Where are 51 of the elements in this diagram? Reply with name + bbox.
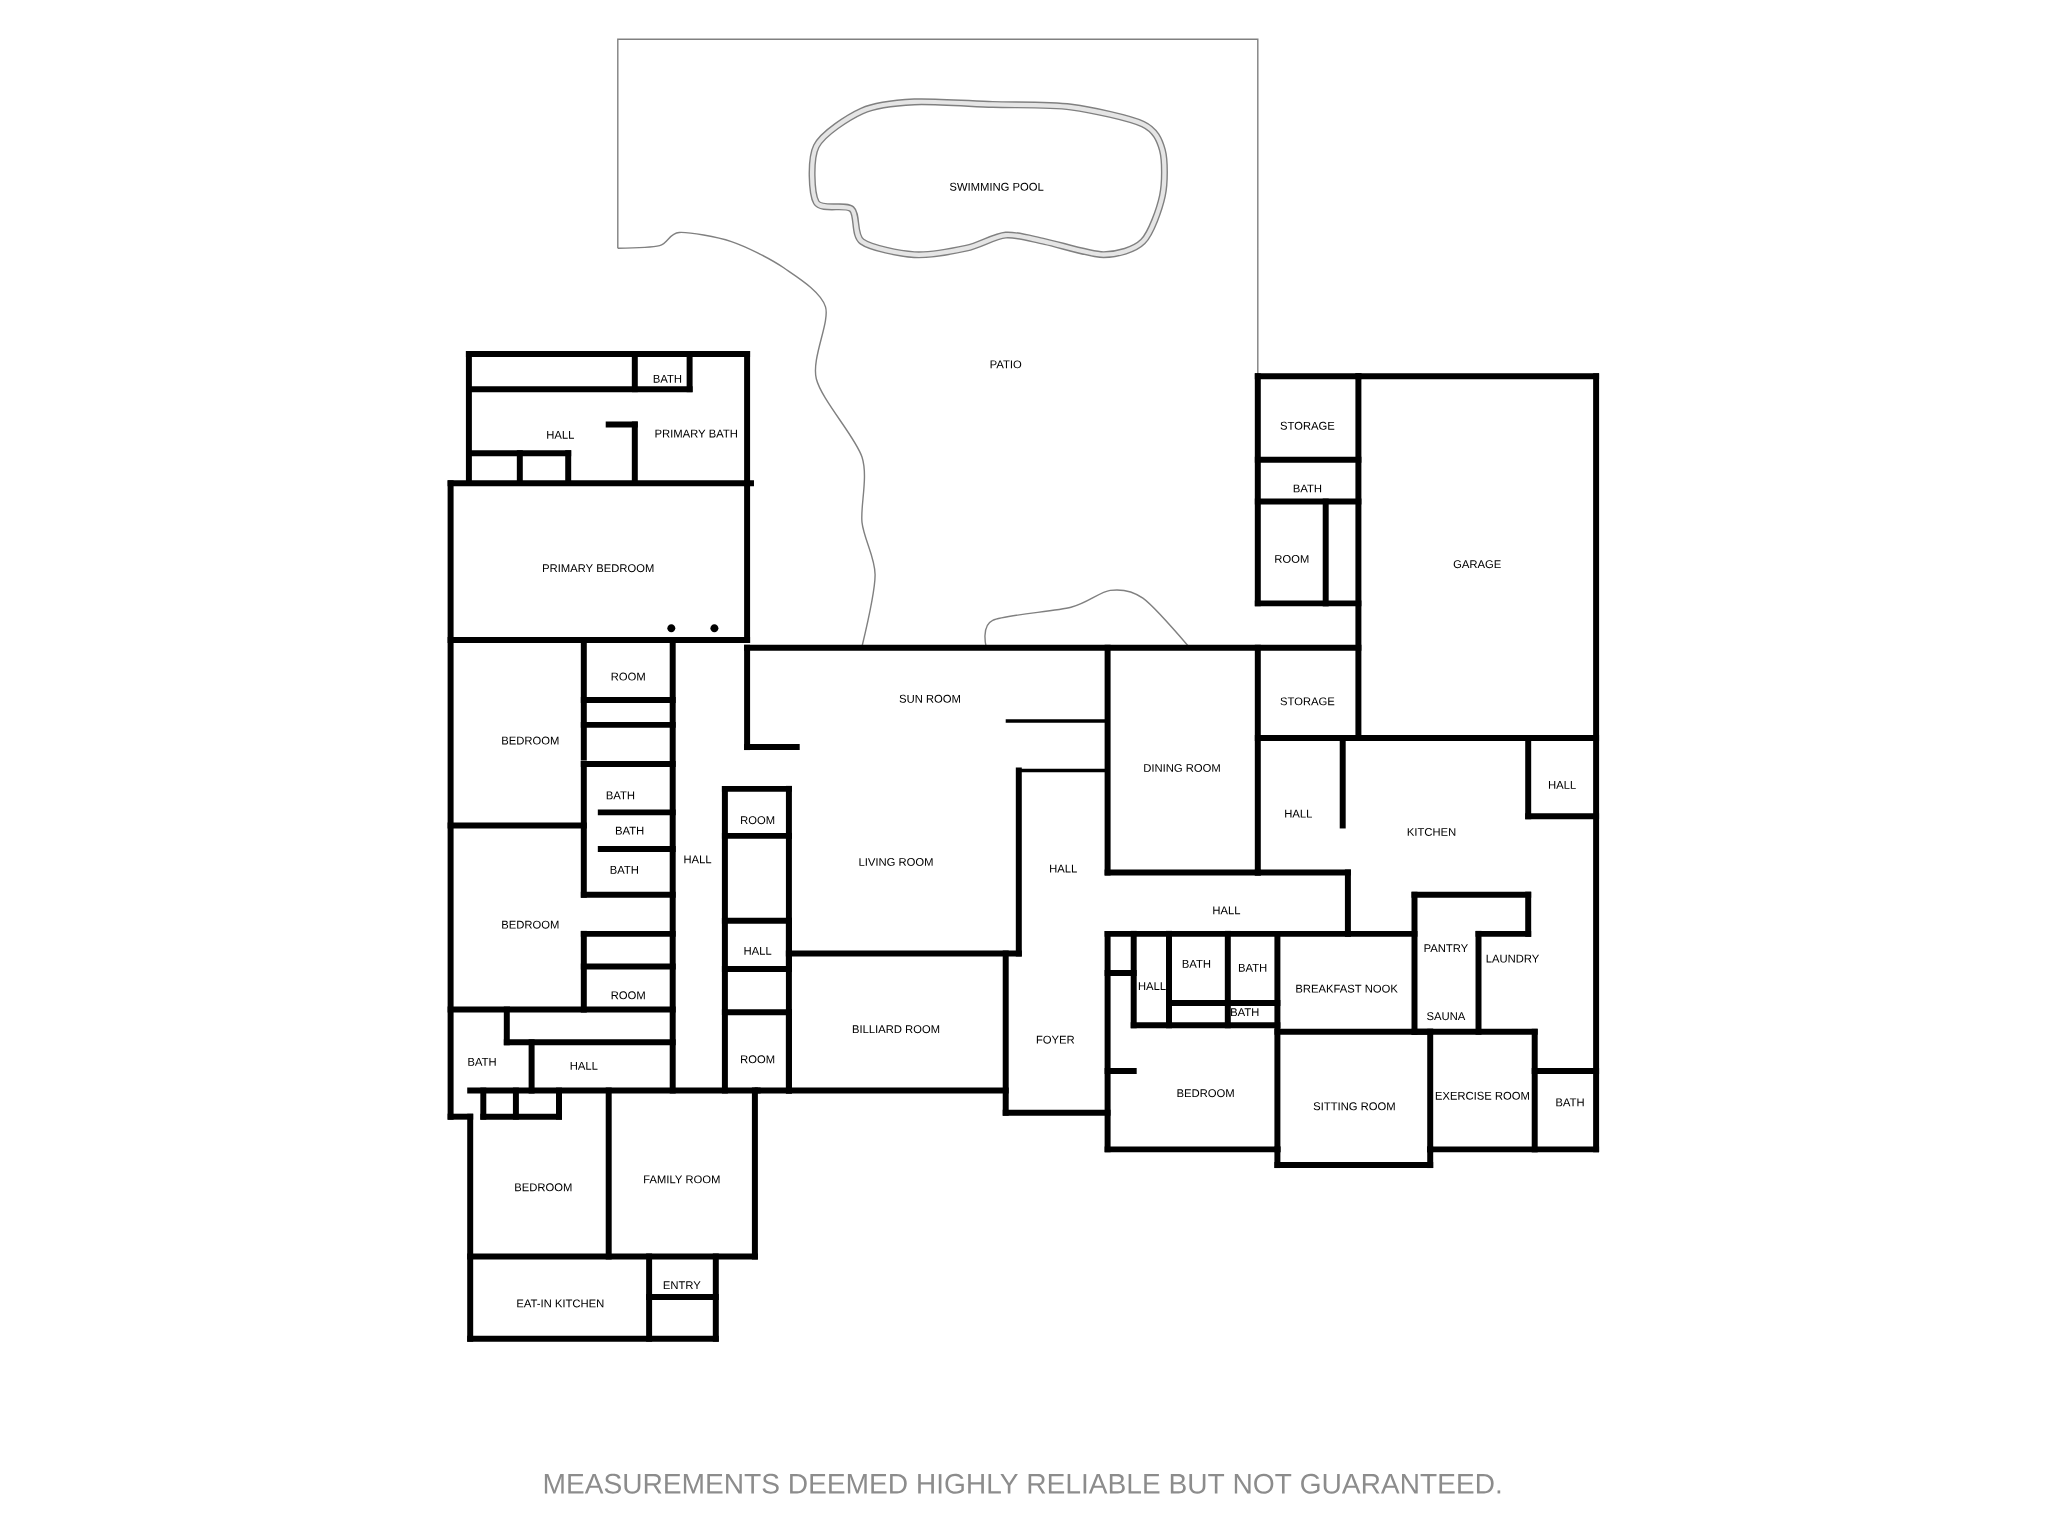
room-label: STORAGE	[1280, 697, 1335, 706]
room-label: GARAGE	[1453, 560, 1501, 569]
room-label: PANTRY	[1424, 944, 1468, 953]
room-label: EXERCISE ROOM	[1435, 1091, 1529, 1100]
footer-note: MEASUREMENTS DEEMED HIGHLY RELIABLE BUT NOT GUARANTEED.	[544, 1473, 1501, 1494]
room-label: KITCHEN	[1407, 828, 1456, 836]
room-label: HALL	[1548, 781, 1576, 789]
room-label: HALL	[684, 855, 712, 864]
room-label: BILLIARD ROOM	[852, 1025, 940, 1034]
room-label: BATH	[1182, 960, 1211, 968]
room-label: FOYER	[1036, 1035, 1075, 1044]
room-label: BEDROOM	[502, 920, 559, 929]
room-label: SUN ROOM	[899, 694, 960, 703]
room-label: HALL	[547, 431, 574, 439]
room-label: DINING ROOM	[1144, 764, 1220, 772]
room-label: BATH	[653, 374, 682, 383]
room-label: BEDROOM	[1177, 1089, 1234, 1098]
room-label: HALL	[570, 1061, 598, 1070]
room-label: PATIO	[990, 360, 1022, 369]
room-label: ENTRY	[663, 1281, 701, 1290]
room-label: ROOM	[741, 816, 775, 825]
room-label: SWIMMING POOL	[949, 182, 1044, 191]
room-label: LAUNDRY	[1486, 954, 1540, 963]
room-label: BATH	[606, 791, 635, 800]
room-label: BATH	[615, 826, 644, 835]
room-label: HALL	[1213, 906, 1241, 915]
room-label: EAT-IN KITCHEN	[517, 1299, 604, 1308]
room-label: LIVING ROOM	[859, 858, 933, 866]
room-label: ROOM	[741, 1055, 775, 1064]
room-label: BEDROOM	[515, 1183, 572, 1192]
room-label: ROOM	[1275, 555, 1309, 563]
room-label: HALL	[1050, 864, 1077, 873]
room-label: BATH	[1293, 484, 1322, 493]
room-label: PRIMARY BEDROOM	[543, 564, 654, 573]
room-label: STORAGE	[1280, 421, 1335, 430]
room-label: HALL	[744, 947, 772, 955]
room-label: SITTING ROOM	[1313, 1102, 1395, 1111]
room-label: PRIMARY BATH	[655, 429, 737, 438]
room-label: HALL	[1138, 982, 1166, 990]
room-label: HALL	[1285, 809, 1312, 818]
room-label: BATH	[1238, 963, 1267, 972]
room-label: BATH	[1556, 1098, 1584, 1107]
room-label: ROOM	[611, 991, 645, 1000]
room-label: BATH	[1231, 1008, 1259, 1017]
room-label: BREAKFAST NOOK	[1296, 984, 1398, 993]
room-label: BATH	[468, 1058, 496, 1066]
room-label: BATH	[610, 866, 638, 874]
room-label: SAUNA	[1427, 1012, 1466, 1021]
room-label: ROOM	[611, 672, 645, 681]
room-label: BEDROOM	[502, 736, 559, 745]
room-label: FAMILY ROOM	[644, 1175, 720, 1184]
